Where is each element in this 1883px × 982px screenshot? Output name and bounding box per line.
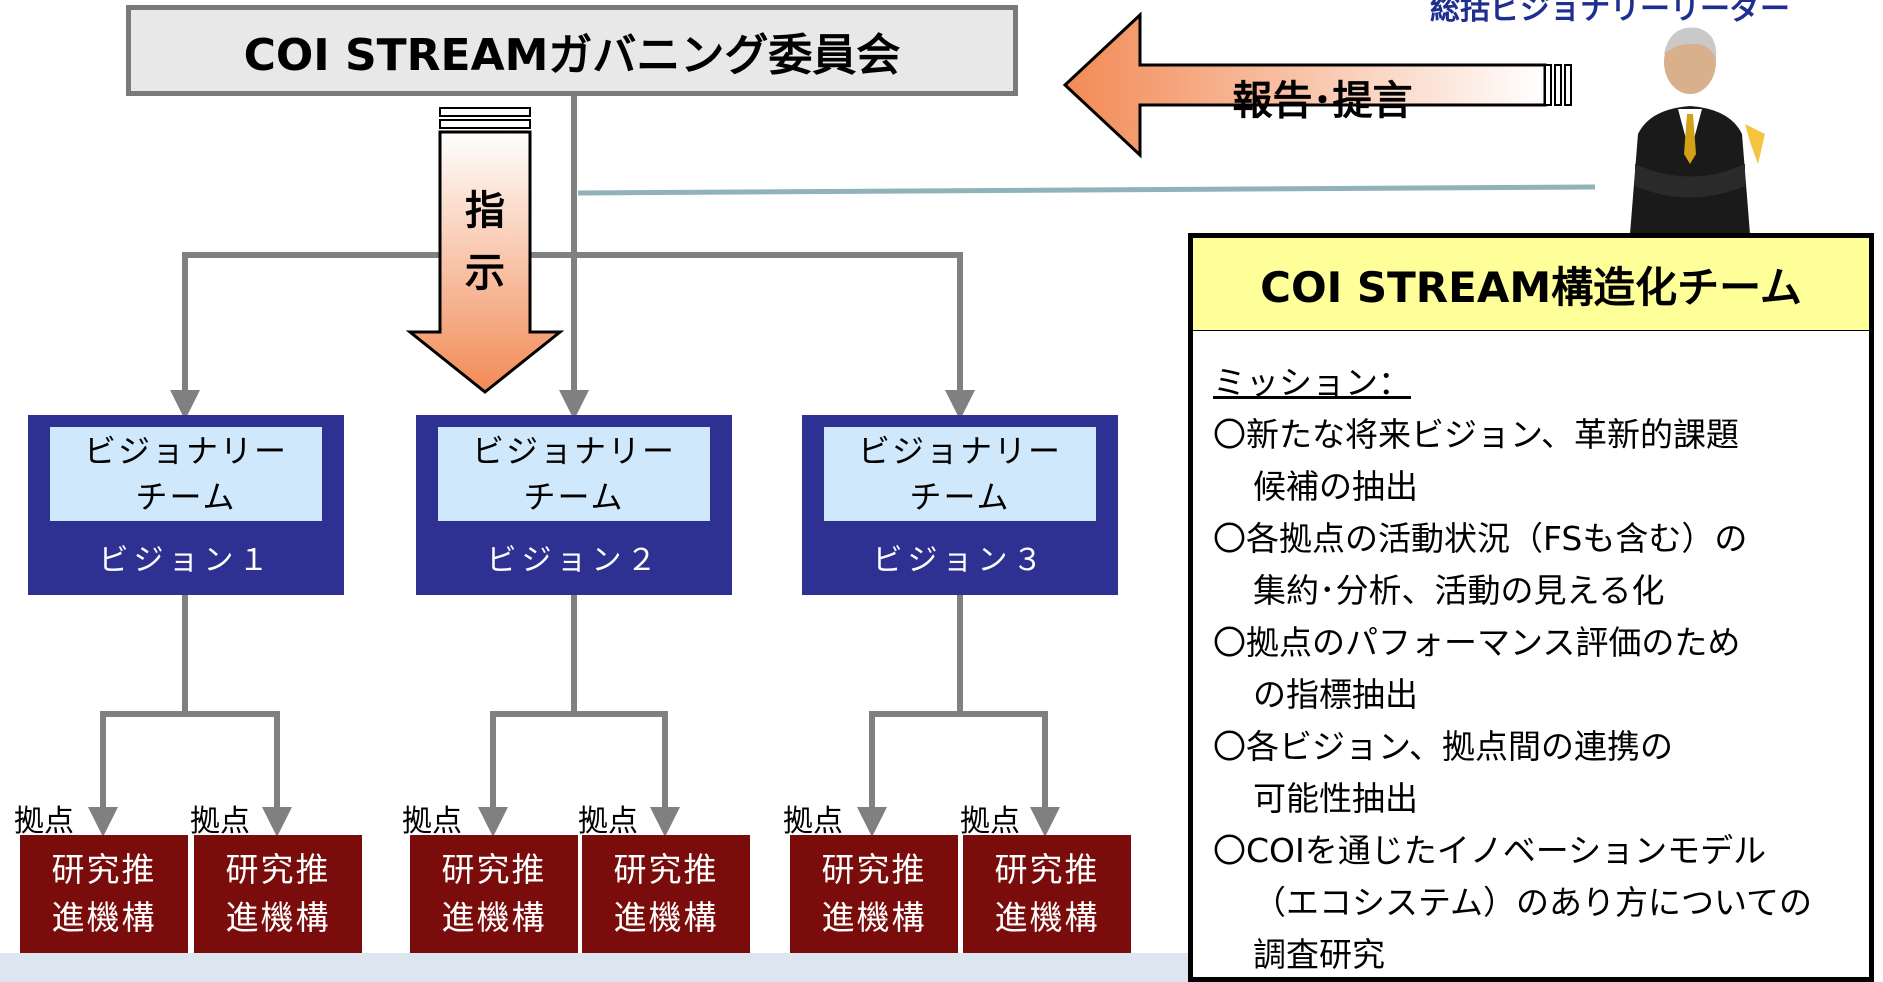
report-proposal-label: 報告･提言 [1232, 78, 1413, 124]
governing-committee-box: COI STREAMガバニング委員会 [126, 5, 1018, 96]
research-org-box: 研究推 進機構 [582, 835, 750, 953]
vision-team-1-name: ビジョナリー チーム [50, 427, 322, 521]
research-org-line2: 進機構 [613, 898, 719, 937]
research-org-line1: 研究推 [821, 850, 927, 889]
research-org-line1: 研究推 [441, 850, 547, 889]
vision-team-2-name: ビジョナリー チーム [438, 427, 710, 521]
vision-team-3-name: ビジョナリー チーム [824, 427, 1096, 521]
research-org-line1: 研究推 [613, 850, 719, 889]
vision-team-2-line2: チーム [523, 478, 625, 516]
vision-1-label: ビジョン１ [98, 543, 274, 578]
instruction-char-2: 示 [465, 250, 505, 296]
research-org-line2: 進機構 [51, 898, 157, 937]
mission-line: 調査研究 [1253, 935, 1385, 974]
vision-team-3: ビジョナリー チーム ビジョン３ [802, 415, 1118, 595]
leader-link-line [577, 184, 1596, 196]
mission-line: 〇COIを通じたイノベーションモデル [1213, 831, 1767, 870]
mission-line: 可能性抽出 [1253, 779, 1418, 818]
instruction-label: 指 示 [455, 180, 515, 304]
leader-label: 総括ビジョナリーリーダー [1430, 0, 1790, 27]
mission-line: 〇拠点のパフォーマンス評価のため [1213, 623, 1741, 662]
research-org-line2: 進機構 [441, 898, 547, 937]
vision-3-label: ビジョン３ [872, 543, 1048, 578]
report-arrow [1062, 11, 1572, 159]
vision-team-3-line1: ビジョナリー [857, 432, 1062, 470]
structuring-team-title: COI STREAM構造化チーム [1188, 233, 1874, 335]
person-tie [1684, 114, 1696, 164]
person-body [1630, 106, 1750, 234]
kyoten-label: 拠点 [960, 804, 1020, 839]
kyoten-label: 拠点 [578, 804, 638, 839]
mission-label: ミッション： [1213, 363, 1411, 402]
person-hair [1664, 27, 1717, 58]
research-org-box: 研究推 進機構 [20, 835, 188, 953]
mission-line: の指標抽出 [1253, 675, 1418, 714]
kyoten-label: 拠点 [783, 804, 843, 839]
research-org-box: 研究推 進機構 [410, 835, 578, 953]
instruction-char-1: 指 [465, 188, 505, 234]
research-org-line2: 進機構 [994, 898, 1100, 937]
research-org-line2: 進機構 [821, 898, 927, 937]
research-org-line1: 研究推 [994, 850, 1100, 889]
kyoten-label: 拠点 [14, 804, 74, 839]
branch-lines [88, 595, 1060, 837]
businessman-illustration [1630, 27, 1765, 234]
mission-line: 集約･分析、活動の見える化 [1253, 571, 1665, 610]
person-glow [1745, 124, 1765, 164]
committee-label: COI STREAMガバニング委員会 [243, 29, 901, 81]
vision-2-label: ビジョン２ [486, 543, 662, 578]
research-org-box: 研究推 進機構 [790, 835, 958, 953]
vision-team-1-line1: ビジョナリー [83, 432, 288, 470]
footer-band [0, 953, 1188, 982]
research-org-box: 研究推 進機構 [194, 835, 362, 953]
structuring-team-title-text: COI STREAM構造化チーム [1260, 262, 1802, 312]
mission-line: 候補の抽出 [1253, 467, 1418, 506]
kyoten-label: 拠点 [190, 804, 250, 839]
kyoten-label: 拠点 [402, 804, 462, 839]
mission-panel: ミッション： 〇新たな将来ビジョン、革新的課題 候補の抽出 〇各拠点の活動状況（… [1188, 331, 1874, 982]
top-bus [170, 96, 975, 420]
vision-team-2-line1: ビジョナリー [471, 432, 676, 470]
vision-team-1-line2: チーム [135, 478, 237, 516]
mission-line: 〇各ビジョン、拠点間の連携の [1213, 727, 1674, 766]
person-arms [1635, 164, 1745, 198]
vision-team-2: ビジョナリー チーム ビジョン２ [416, 415, 732, 595]
vision-team-1: ビジョナリー チーム ビジョン１ [28, 415, 344, 595]
research-org-line1: 研究推 [225, 850, 331, 889]
mission-line: （エコシステム）のあり方についての [1253, 883, 1813, 922]
instruction-arrow [405, 107, 565, 394]
research-org-line1: 研究推 [51, 850, 157, 889]
mission-line: 〇新たな将来ビジョン、革新的課題 [1213, 415, 1740, 454]
vision-team-3-line2: チーム [909, 478, 1011, 516]
research-org-line2: 進機構 [225, 898, 331, 937]
mission-line: 〇各拠点の活動状況（FSも含む）の [1213, 519, 1748, 558]
research-org-box: 研究推 進機構 [963, 835, 1131, 953]
